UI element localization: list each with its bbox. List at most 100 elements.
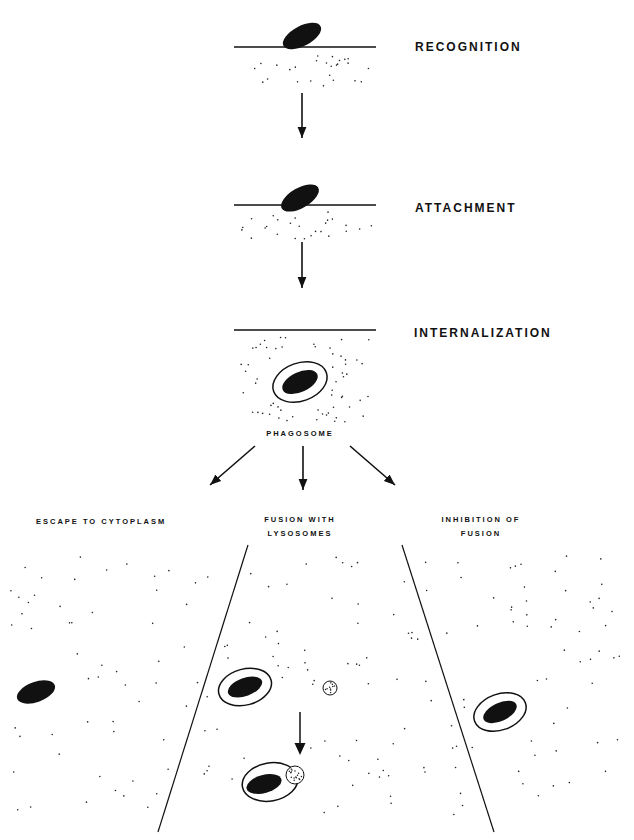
lysosome-granule: [334, 685, 336, 687]
stipple-dot: [272, 403, 274, 405]
stipple-dot: [597, 742, 599, 744]
stipple-dot: [86, 801, 88, 803]
stipple-dot: [272, 656, 274, 658]
stipple-dot: [322, 413, 324, 415]
stipple-dot: [256, 378, 258, 380]
stipple-dot: [158, 661, 160, 663]
stipple-dot: [331, 394, 333, 396]
stipple-dot: [356, 663, 358, 665]
stipple-dot: [368, 339, 370, 341]
stipple-dot: [590, 659, 592, 661]
stipple-dot: [579, 631, 581, 633]
stipple-dot: [286, 420, 288, 422]
stipple-dot: [247, 364, 249, 366]
stipple-dot: [197, 682, 199, 684]
stipple-dot: [10, 590, 12, 592]
lysosome-granule: [295, 776, 297, 778]
stipple-dot: [275, 348, 277, 350]
stipple-dot: [227, 645, 229, 647]
stipple-dot: [113, 731, 115, 733]
stipple-layer: [10, 55, 620, 815]
particle: [279, 17, 325, 54]
stipple-dot: [305, 563, 307, 565]
stipple-dot: [323, 85, 325, 87]
stipple-dot: [11, 624, 13, 626]
stipple-dot: [511, 606, 513, 608]
stipple-dot: [241, 229, 243, 231]
stipple-dot: [277, 219, 279, 221]
stipple-dot: [280, 337, 282, 339]
stipple-dot: [567, 707, 569, 709]
stipple-dot: [344, 421, 346, 423]
stipple-dot: [208, 765, 210, 767]
stipple-dot: [297, 81, 299, 83]
stage-label: INHIBITION OF FUSION: [428, 513, 534, 541]
stipple-dot: [393, 614, 395, 616]
lysosome-granule: [293, 780, 295, 782]
stipple-dot: [362, 415, 364, 417]
stipple-dot: [359, 664, 361, 666]
stipple-dot: [116, 671, 118, 673]
stipple-dot: [265, 636, 267, 638]
stipple-dot: [329, 74, 331, 76]
stipple-dot: [462, 805, 464, 807]
stipple-dot: [345, 230, 347, 232]
stipple-dot: [601, 584, 603, 586]
stipple-dot: [289, 69, 291, 71]
stipple-dot: [328, 412, 330, 414]
stipple-dot: [600, 558, 602, 560]
stipple-dot: [138, 701, 140, 703]
stipple-dot: [332, 218, 334, 220]
stipple-dot: [80, 556, 82, 558]
stipple-dot: [463, 707, 465, 709]
stipple-dot: [41, 577, 43, 579]
stage-label: ESCAPE TO CYTOPLASM: [36, 515, 221, 529]
flow-arrow: [302, 446, 304, 490]
stipple-dot: [366, 657, 368, 659]
phagosome-membrane: [267, 355, 333, 410]
stipple-dot: [254, 68, 256, 70]
stipple-dot: [537, 680, 539, 682]
lysosome-granule: [332, 686, 334, 688]
stipple-dot: [147, 806, 149, 808]
stipple-dot: [250, 573, 252, 575]
stipple-dot: [423, 767, 425, 769]
stage-label: INTERNALIZATION: [414, 326, 579, 340]
stipple-dot: [477, 625, 479, 627]
particle: [244, 771, 283, 798]
stipple-dot: [605, 625, 607, 627]
lysosome-granule: [330, 692, 332, 694]
stipple-dot: [276, 631, 278, 633]
stipple-dot: [51, 734, 53, 736]
stipple-dot: [326, 62, 328, 64]
stipple-dot: [323, 812, 325, 814]
stipple-dot: [332, 353, 334, 355]
stipple-dot: [330, 65, 332, 67]
stipple-dot: [493, 597, 495, 599]
stipple-dot: [510, 567, 512, 569]
stipple-dot: [546, 678, 548, 680]
stipple-dot: [327, 219, 329, 221]
stipple-dot: [249, 622, 251, 624]
stipple-dot: [348, 760, 350, 762]
lysosome-granule: [298, 778, 300, 780]
lysosome-granule: [329, 687, 331, 689]
stipple-dot: [207, 576, 209, 578]
stipple-dot: [388, 775, 390, 777]
stipple-dot: [264, 340, 266, 342]
stipple-dot: [252, 347, 254, 349]
stipple-dot: [260, 343, 262, 345]
stipple-dot: [112, 721, 114, 723]
stipple-dot: [617, 739, 619, 741]
lysosome-granule: [330, 682, 332, 684]
stipple-dot: [524, 586, 526, 588]
stipple-dot: [411, 632, 413, 634]
stipple-dot: [28, 602, 30, 604]
stipple-dot: [69, 622, 71, 624]
stipple-dot: [255, 382, 257, 384]
stipple-dot: [455, 767, 457, 769]
lysosome: [323, 681, 337, 695]
stipple-dot: [278, 417, 280, 419]
stipple-dot: [404, 728, 406, 730]
stipple-dot: [351, 566, 353, 568]
